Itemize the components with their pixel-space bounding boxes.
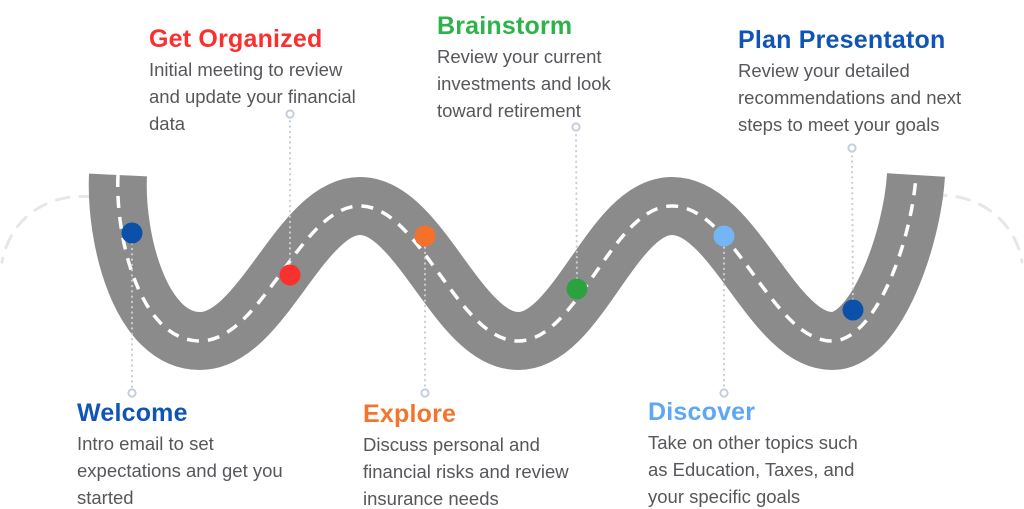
connector-brainstorm [574, 130, 579, 291]
milestone-dot-welcome [121, 222, 143, 244]
milestone-label-brainstorm: Brainstorm Review your current investmen… [437, 12, 611, 124]
connector-ring-brainstorm [571, 122, 581, 132]
milestone-label-discover: Discover Take on other topics such as Ed… [648, 398, 858, 509]
milestone-description-explore: Discuss personal and financial risks and… [363, 434, 569, 509]
milestone-title-get-organized: Get Organized [149, 25, 323, 53]
connector-ring-get-organized [285, 109, 295, 119]
connector-plan-presentation [850, 151, 855, 312]
milestone-description-welcome: Intro email to set expectations and get … [77, 433, 283, 508]
milestone-label-welcome: Welcome Intro email to set expectations … [77, 399, 283, 509]
road-ghost-left [0, 194, 95, 264]
milestone-description-discover: Take on other topics such as Education, … [648, 432, 858, 507]
milestone-title-explore: Explore [363, 400, 457, 428]
milestone-dot-discover [713, 225, 735, 247]
milestone-dot-brainstorm [566, 278, 588, 300]
milestone-title-brainstorm: Brainstorm [437, 12, 573, 40]
milestone-description-brainstorm: Review your current investments and look… [437, 46, 611, 121]
road [88, 172, 945, 371]
connector-ring-explore [420, 388, 430, 398]
milestone-label-plan-presentation: Plan Presentaton Review your detailed re… [738, 26, 961, 138]
milestone-title-welcome: Welcome [77, 399, 188, 427]
milestone-dot-get-organized [279, 264, 301, 286]
milestone-label-explore: Explore Discuss personal and financial r… [363, 400, 569, 509]
milestone-label-get-organized: Get Organized Initial meeting to review … [149, 25, 356, 137]
connector-ring-welcome [127, 388, 137, 398]
milestone-dot-explore [414, 225, 436, 247]
milestone-description-get-organized: Initial meeting to review and update you… [149, 59, 356, 134]
milestone-dot-plan-presentation [842, 299, 864, 321]
road-centerline [116, 174, 918, 343]
milestone-title-discover: Discover [648, 398, 756, 426]
milestone-description-plan-presentation: Review your detailed recommendations and… [738, 60, 962, 135]
road-ghost-right [931, 193, 1024, 264]
connector-ring-plan-presentation [847, 143, 857, 153]
milestone-title-plan-presentation: Plan Presentaton [738, 26, 946, 54]
connector-ring-discover [719, 388, 729, 398]
